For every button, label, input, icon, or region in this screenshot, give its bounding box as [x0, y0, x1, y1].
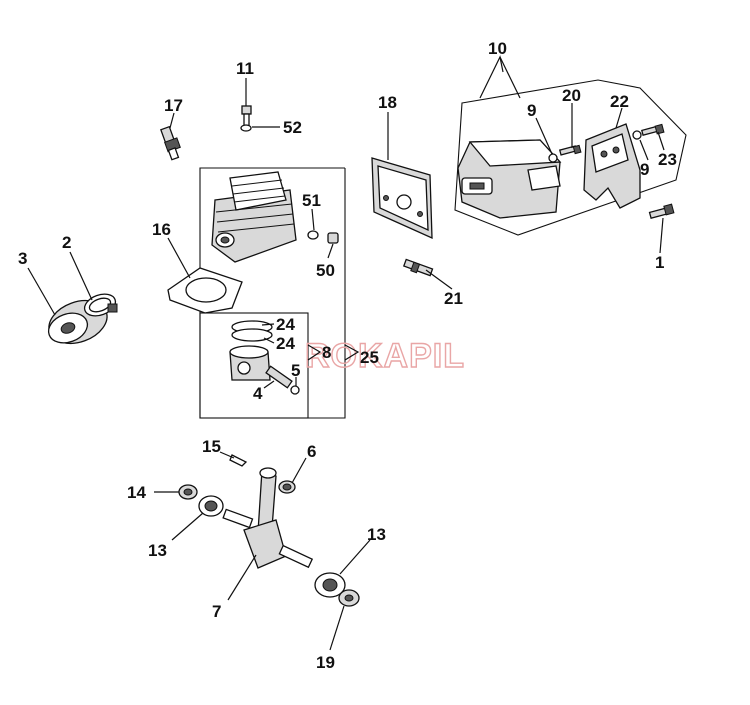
callout-7: 7 — [212, 602, 221, 621]
part-5-circlip — [290, 385, 300, 395]
callout-13a: 13 — [148, 541, 167, 560]
part-6-needle-bearing — [278, 480, 296, 494]
part-9-washer-right — [632, 130, 642, 140]
piston — [229, 345, 271, 381]
piston-kit-frame — [199, 312, 309, 419]
callout-1: 1 — [655, 253, 664, 272]
part-17-spark-plug — [160, 125, 181, 161]
muffler-kit-frame — [454, 79, 687, 236]
callout-16: 16 — [152, 220, 171, 239]
callout-11: 11 — [236, 59, 254, 78]
part-4-piston-pin — [265, 365, 293, 389]
part-52-washer — [240, 124, 252, 132]
part-1-screw — [648, 203, 675, 220]
callout-51: 51 — [302, 191, 321, 210]
cylinder — [211, 171, 297, 263]
callout-15: 15 — [202, 437, 221, 456]
part-19-seal — [338, 589, 360, 607]
part-22-bracket — [583, 123, 641, 209]
callout-5: 5 — [291, 361, 300, 380]
watermark: ROKAPIL — [305, 337, 465, 375]
callout-50: 50 — [316, 261, 335, 280]
callout-17: 17 — [164, 96, 183, 115]
callout-23: 23 — [658, 150, 677, 169]
callout-8: 8 — [322, 343, 331, 362]
callout-3: 3 — [18, 249, 27, 268]
leader-lines — [27, 55, 665, 651]
part-21-stud — [402, 258, 434, 277]
callout-18: 18 — [378, 93, 397, 112]
part-13-bearing-left — [198, 495, 224, 517]
callout-24b: 24 — [276, 334, 295, 353]
part-15-key — [229, 454, 248, 467]
part-16-gasket — [167, 267, 243, 314]
part-23-screw — [640, 123, 665, 137]
callout-13b: 13 — [367, 525, 386, 544]
callout-4: 4 — [253, 384, 263, 403]
part-50-plug — [327, 232, 339, 244]
callout-24a: 24 — [276, 315, 295, 334]
part-7-crankshaft — [222, 467, 314, 569]
callout-25: 25 — [360, 348, 379, 367]
callout-14: 14 — [127, 483, 146, 502]
callout-9b: 9 — [640, 160, 649, 179]
callout-2: 2 — [62, 233, 71, 252]
callout-10: 10 — [488, 39, 507, 58]
callout-labels: 11 52 17 16 3 2 51 50 18 21 10 9 20 22 9… — [18, 39, 677, 672]
part-51-washer — [307, 230, 319, 240]
muffler — [457, 139, 562, 219]
part-13-bearing-right — [314, 572, 346, 598]
callout-22: 22 — [610, 92, 629, 111]
callout-19: 19 — [316, 653, 335, 672]
part-24-piston-rings — [231, 320, 273, 342]
callout-9a: 9 — [527, 101, 536, 120]
part-9-washer — [548, 153, 558, 163]
part-18-plate — [371, 157, 433, 240]
callout-21: 21 — [444, 289, 463, 308]
callout-20: 20 — [562, 86, 581, 105]
part-14-seal — [178, 484, 198, 500]
part-3-clutch-drum — [47, 299, 108, 345]
part-20-screw — [558, 144, 582, 156]
callout-52: 52 — [283, 118, 302, 137]
cylinder-kit-frame — [199, 167, 346, 419]
callout-6: 6 — [307, 442, 316, 461]
